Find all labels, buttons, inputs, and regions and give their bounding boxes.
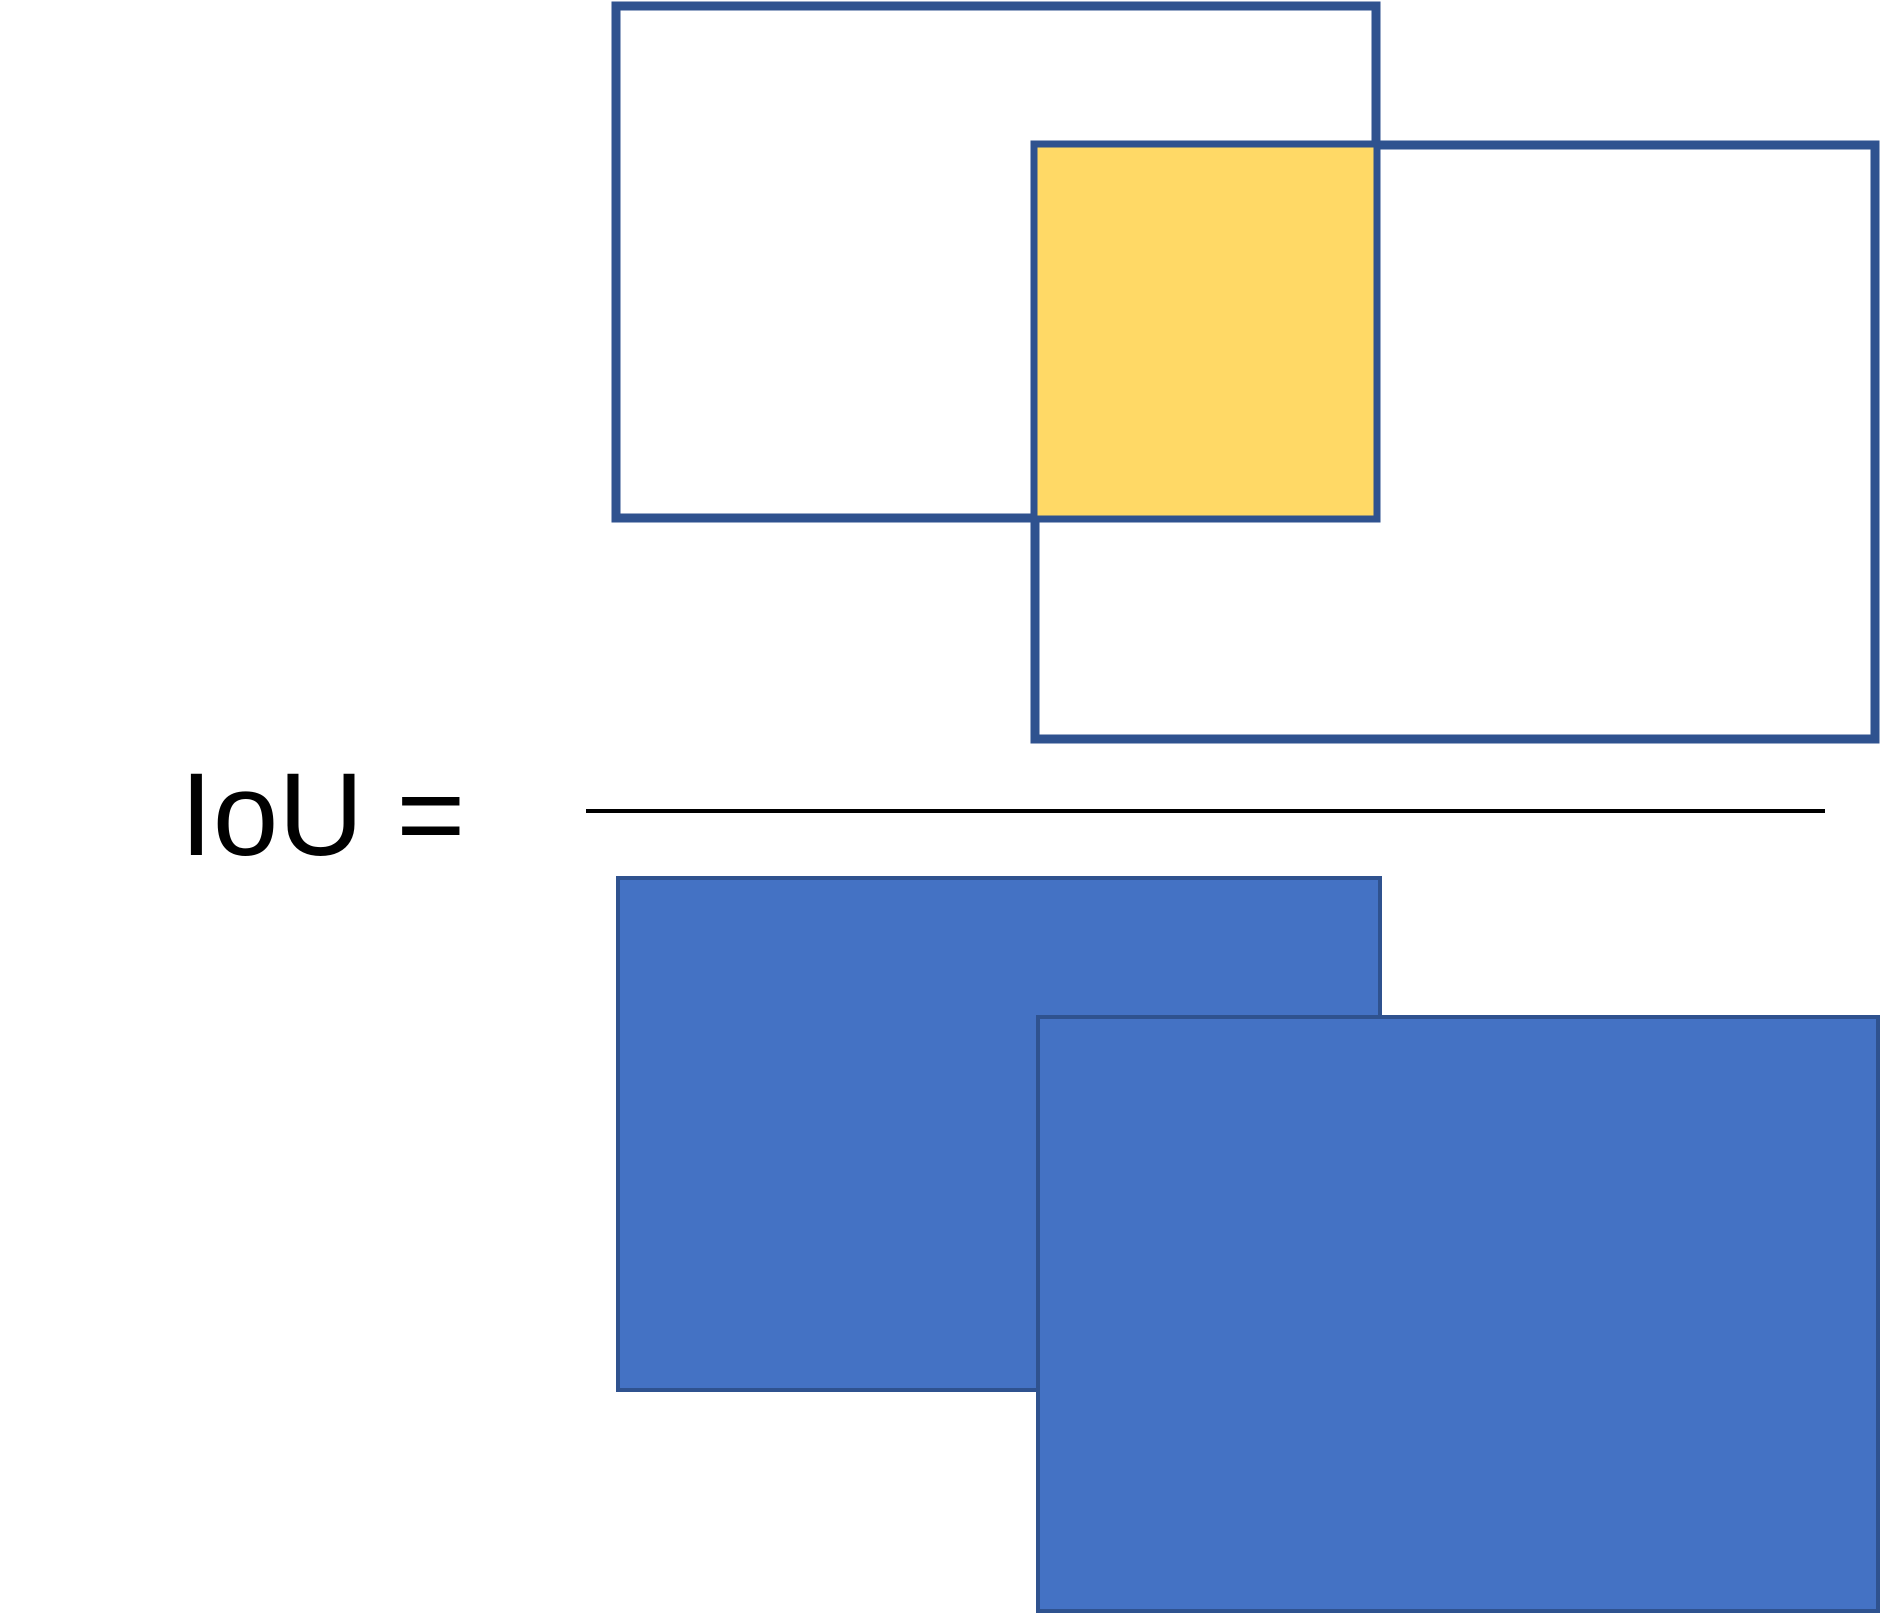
box-b-filled: [1036, 1015, 1880, 1613]
iou-equals-label: IoU =: [180, 749, 465, 881]
denominator-union: [616, 876, 1880, 1613]
numerator-intersection: [611, 1, 1880, 744]
intersection-area: [1032, 142, 1379, 521]
